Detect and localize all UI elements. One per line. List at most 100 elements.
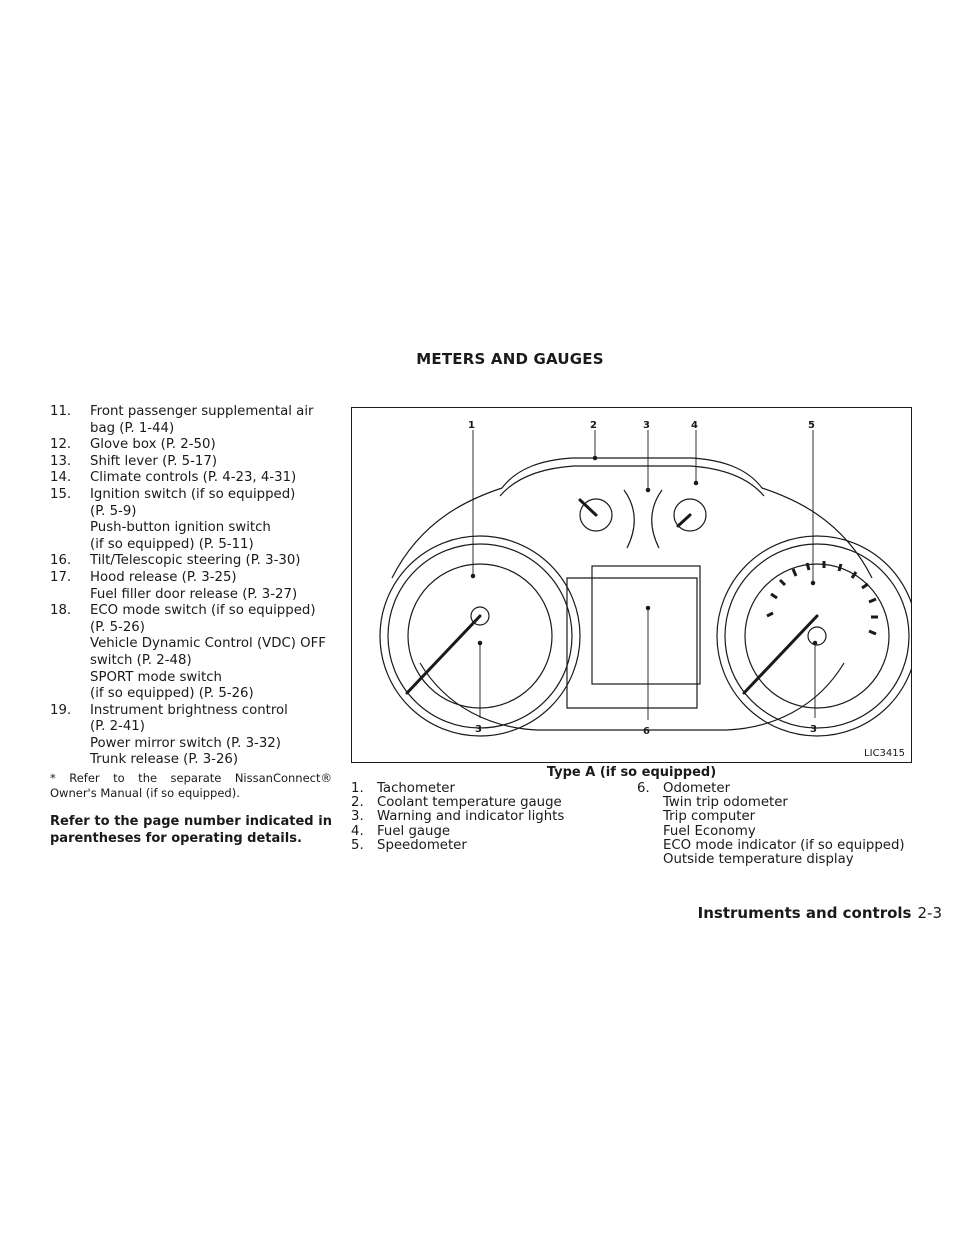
legend-item: 2. Coolant temperature gauge — [351, 796, 601, 810]
item-line: SPORT mode switch — [90, 669, 222, 685]
legend-item: 6. Odometer — [637, 781, 917, 796]
figure-code: LIC3415 — [864, 748, 905, 759]
list-item: 19.Instrument brightness control(P. 2-41… — [50, 703, 332, 769]
tachometer-bezel-outer — [379, 535, 581, 737]
tachometer-hub — [470, 606, 490, 626]
item-number: 17. — [50, 569, 72, 585]
legend-number: 4. — [351, 823, 364, 839]
item-line: Tilt/Telescopic steering (P. 3-30) — [90, 553, 301, 569]
item-line: Trunk release (P. 3-26) — [90, 752, 239, 768]
fuel-needle — [676, 513, 692, 528]
item-number: 13. — [50, 453, 72, 469]
item-line: (if so equipped) (P. 5-11) — [90, 536, 254, 552]
center-panel — [566, 577, 698, 709]
coolant-needle — [578, 498, 598, 517]
page-footer: Instruments and controls 2-3 — [662, 904, 942, 922]
item-line: (P. 5-26) — [90, 619, 145, 635]
instrument-cluster-figure: 1 2 3 4 5 3 6 3 LIC3415 — [351, 407, 918, 763]
multi-display — [591, 565, 701, 685]
item-line: Fuel filler door release (P. 3-27) — [90, 586, 298, 602]
item-line: ECO mode switch (if so equipped) — [90, 603, 316, 619]
item-number: 14. — [50, 470, 72, 486]
speedometer-dial — [744, 563, 890, 709]
legend-text: Fuel gauge — [377, 823, 451, 839]
list-item: 16. Tilt/Telescopic steering (P. 3-30) — [50, 553, 332, 570]
legend-right: 6. Odometer Twin trip odometer Trip compu… — [637, 781, 917, 868]
list-item: 13.Shift lever (P. 5-17) — [50, 454, 332, 471]
legend-subitem: ECO mode indicator (if so equipped) — [663, 837, 905, 853]
tachometer-bezel-inner — [387, 543, 573, 729]
item-number: 11. — [50, 404, 72, 419]
item-line: bag (P. 1-44) — [90, 420, 175, 436]
item-line: Hood release (P. 3-25) — [90, 569, 237, 585]
legend-number: 3. — [351, 809, 364, 825]
item-line: Ignition switch (if so equipped) — [90, 486, 296, 502]
figure-caption: Type A (if so equipped) — [546, 765, 717, 780]
item-number: 12. — [50, 437, 72, 453]
legend-subitem: Twin trip odometer — [663, 795, 788, 811]
callout-label: 3 — [475, 724, 482, 735]
speedometer-bezel-outer — [716, 535, 918, 737]
item-number: 15. — [50, 486, 72, 502]
item-line: Climate controls (P. 4-23, 4-31) — [90, 470, 297, 486]
legend-text: Tachometer — [377, 781, 455, 796]
item-line: Push-button ignition switch — [90, 520, 271, 536]
legend-subitem: Fuel Economy — [663, 823, 756, 839]
legend-item: 5. Speedometer — [351, 837, 601, 853]
page-number: 2-3 — [917, 904, 943, 922]
list-item: 15. Ignition switch (if so equipped)(P. 5… — [50, 487, 332, 553]
warning-lights-arc — [651, 489, 663, 549]
warning-lights-arc — [623, 489, 635, 549]
legend-item: 4. Fuel gauge — [351, 823, 601, 839]
legend-item: 1. Tachometer — [351, 781, 601, 796]
legend-number: 1. — [351, 781, 364, 796]
callout-label: 4 — [691, 420, 698, 431]
speedometer-needle — [742, 614, 819, 695]
item-number: 19. — [50, 702, 72, 718]
legend-left: 1. Tachometer 2. Coolant temperature gauge… — [351, 781, 601, 853]
callout-label: 6 — [643, 726, 650, 737]
speedometer-ticks — [766, 561, 878, 636]
legend-number: 5. — [351, 837, 364, 853]
tachometer-needle — [405, 614, 482, 695]
item-line: Glove box (P. 2-50) — [90, 437, 216, 453]
speedometer-hub — [807, 626, 827, 646]
legend-text: Speedometer — [377, 837, 467, 853]
callout-leaders — [470, 430, 818, 720]
legend-subitem: Trip computer — [663, 809, 756, 825]
item-line: switch (P. 2-48) — [90, 652, 192, 668]
legend-text: Odometer — [663, 781, 731, 796]
item-number: 18. — [50, 603, 72, 619]
list-item: 17. Hood release (P. 3-25)Fuel filler doo… — [50, 570, 332, 603]
legend-item: 3. Warning and indicator lights — [351, 810, 601, 824]
section-title: METERS AND GAUGES — [416, 350, 604, 368]
footnote: * Refer to the separate NissanConnect® O… — [50, 771, 332, 801]
item-line: Power mirror switch (P. 3-32) — [90, 735, 281, 751]
list-item: 18. ECO mode switch (if so equipped)(P. 5… — [50, 603, 332, 703]
callout-label: 1 — [468, 420, 475, 431]
coolant-gauge — [579, 498, 613, 532]
callout-label: 3 — [810, 724, 817, 735]
callout-label: 3 — [643, 420, 650, 431]
callout-label: 5 — [808, 420, 815, 431]
legend-text: Coolant temperature gauge — [377, 795, 562, 811]
item-line: (if so equipped) (P. 5-26) — [90, 686, 254, 702]
item-line: Front passenger supplemental air — [90, 404, 314, 419]
item-line: (P. 2-41) — [90, 719, 145, 735]
fuel-gauge — [673, 498, 707, 532]
legend-text: Warning and indicator lights — [377, 809, 565, 825]
legend-number: 2. — [351, 795, 364, 811]
speedometer-bezel-inner — [724, 543, 910, 729]
reference-note: Refer to the page number indicated in pa… — [50, 814, 332, 847]
item-line: (P. 5-9) — [90, 503, 137, 519]
list-item: 14. Climate controls (P. 4-23, 4-31) — [50, 470, 332, 487]
footer-section: Instruments and controls — [697, 904, 912, 922]
item-line: Vehicle Dynamic Control (VDC) OFF — [90, 636, 326, 652]
legend-subitem: Outside temperature display — [663, 852, 854, 868]
instrument-cluster-illustration: 1 2 3 4 5 3 6 3 — [379, 420, 918, 737]
cluster-bottom — [419, 662, 845, 731]
legend-number: 6. — [637, 781, 650, 796]
item-number: 16. — [50, 553, 72, 569]
